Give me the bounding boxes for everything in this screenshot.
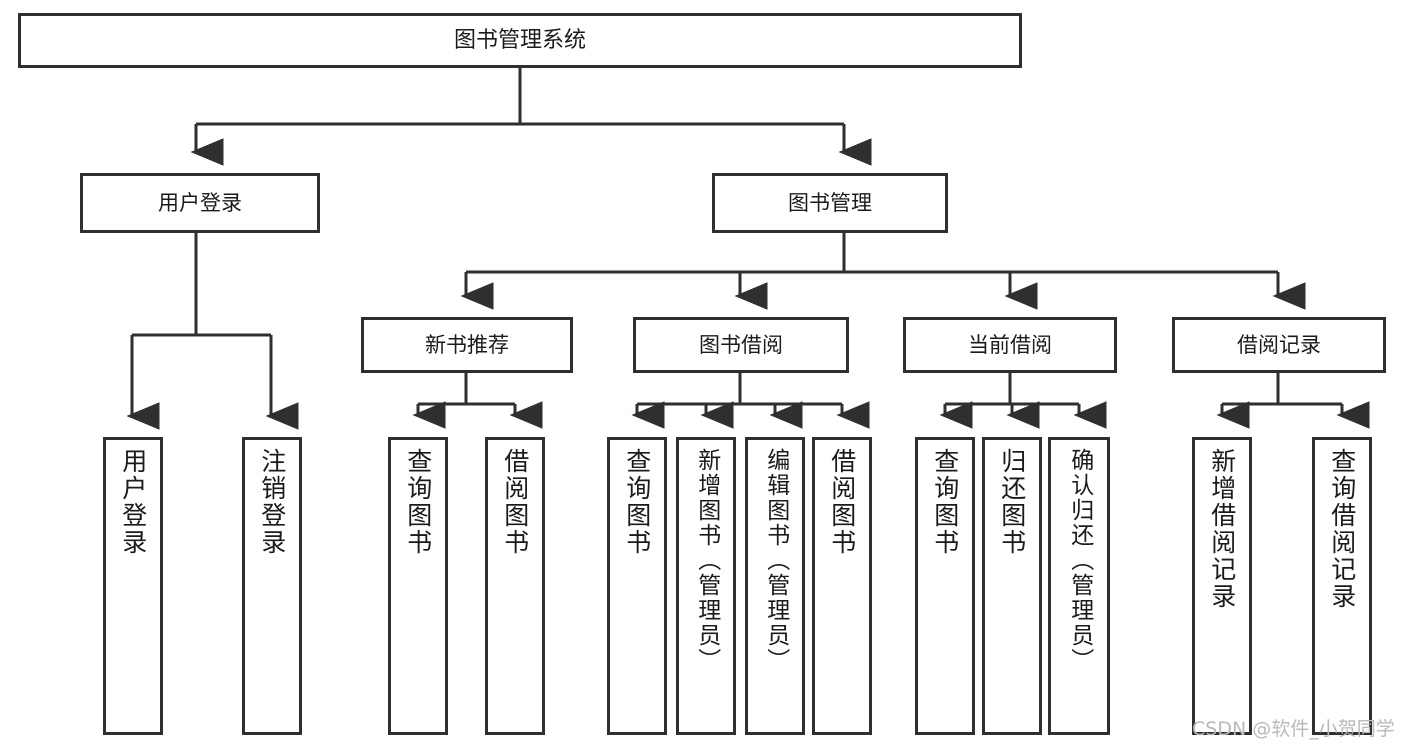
node-label: 注销登录: [257, 448, 287, 556]
node-book-borrow[interactable]: 图书借阅: [633, 317, 849, 373]
node-label: 借阅记录: [1237, 332, 1321, 357]
node-root-system[interactable]: 图书管理系统: [18, 13, 1022, 68]
node-label: 归还图书: [997, 448, 1027, 556]
leaf-return-book[interactable]: 归还图书: [982, 437, 1042, 735]
node-label: 借阅图书: [500, 448, 530, 556]
node-user-login[interactable]: 用户登录: [80, 173, 320, 233]
leaf-edit-book-admin[interactable]: 编辑图书（管理员）: [745, 437, 805, 735]
node-label: 确认归还（管理员）: [1066, 448, 1093, 673]
node-label: 新书推荐: [425, 332, 509, 357]
node-label: 查询图书: [930, 448, 960, 556]
node-label: 查询借阅记录: [1327, 448, 1357, 610]
watermark-text: CSDN @软件_小贺同学: [1192, 718, 1395, 740]
node-borrow-record[interactable]: 借阅记录: [1172, 317, 1386, 373]
node-label: 编辑图书（管理员）: [762, 448, 789, 673]
node-label: 新增图书（管理员）: [693, 448, 720, 673]
node-label: 图书管理: [788, 190, 872, 215]
leaf-confirm-return-admin[interactable]: 确认归还（管理员）: [1048, 437, 1110, 735]
node-label: 借阅图书: [827, 448, 857, 556]
node-current-borrow[interactable]: 当前借阅: [903, 317, 1117, 373]
node-new-book-recommend[interactable]: 新书推荐: [361, 317, 573, 373]
leaf-user-logout[interactable]: 注销登录: [242, 437, 302, 735]
node-label: 新增借阅记录: [1207, 448, 1237, 610]
leaf-query-book-borrow[interactable]: 查询图书: [607, 437, 667, 735]
leaf-add-book-admin[interactable]: 新增图书（管理员）: [676, 437, 736, 735]
node-label: 查询图书: [403, 448, 433, 556]
node-label: 当前借阅: [968, 332, 1052, 357]
leaf-query-book-new[interactable]: 查询图书: [388, 437, 448, 735]
node-label: 查询图书: [622, 448, 652, 556]
node-label: 图书借阅: [699, 332, 783, 357]
node-label: 用户登录: [118, 448, 148, 556]
leaf-add-borrow-record[interactable]: 新增借阅记录: [1192, 437, 1252, 735]
leaf-query-borrow-record[interactable]: 查询借阅记录: [1312, 437, 1372, 735]
leaf-borrow-book[interactable]: 借阅图书: [812, 437, 872, 735]
node-label: 图书管理系统: [453, 27, 586, 53]
node-label: 用户登录: [158, 190, 242, 215]
leaf-borrow-book-new[interactable]: 借阅图书: [485, 437, 545, 735]
node-book-management[interactable]: 图书管理: [712, 173, 948, 233]
leaf-user-login[interactable]: 用户登录: [103, 437, 163, 735]
leaf-query-book-current[interactable]: 查询图书: [915, 437, 975, 735]
